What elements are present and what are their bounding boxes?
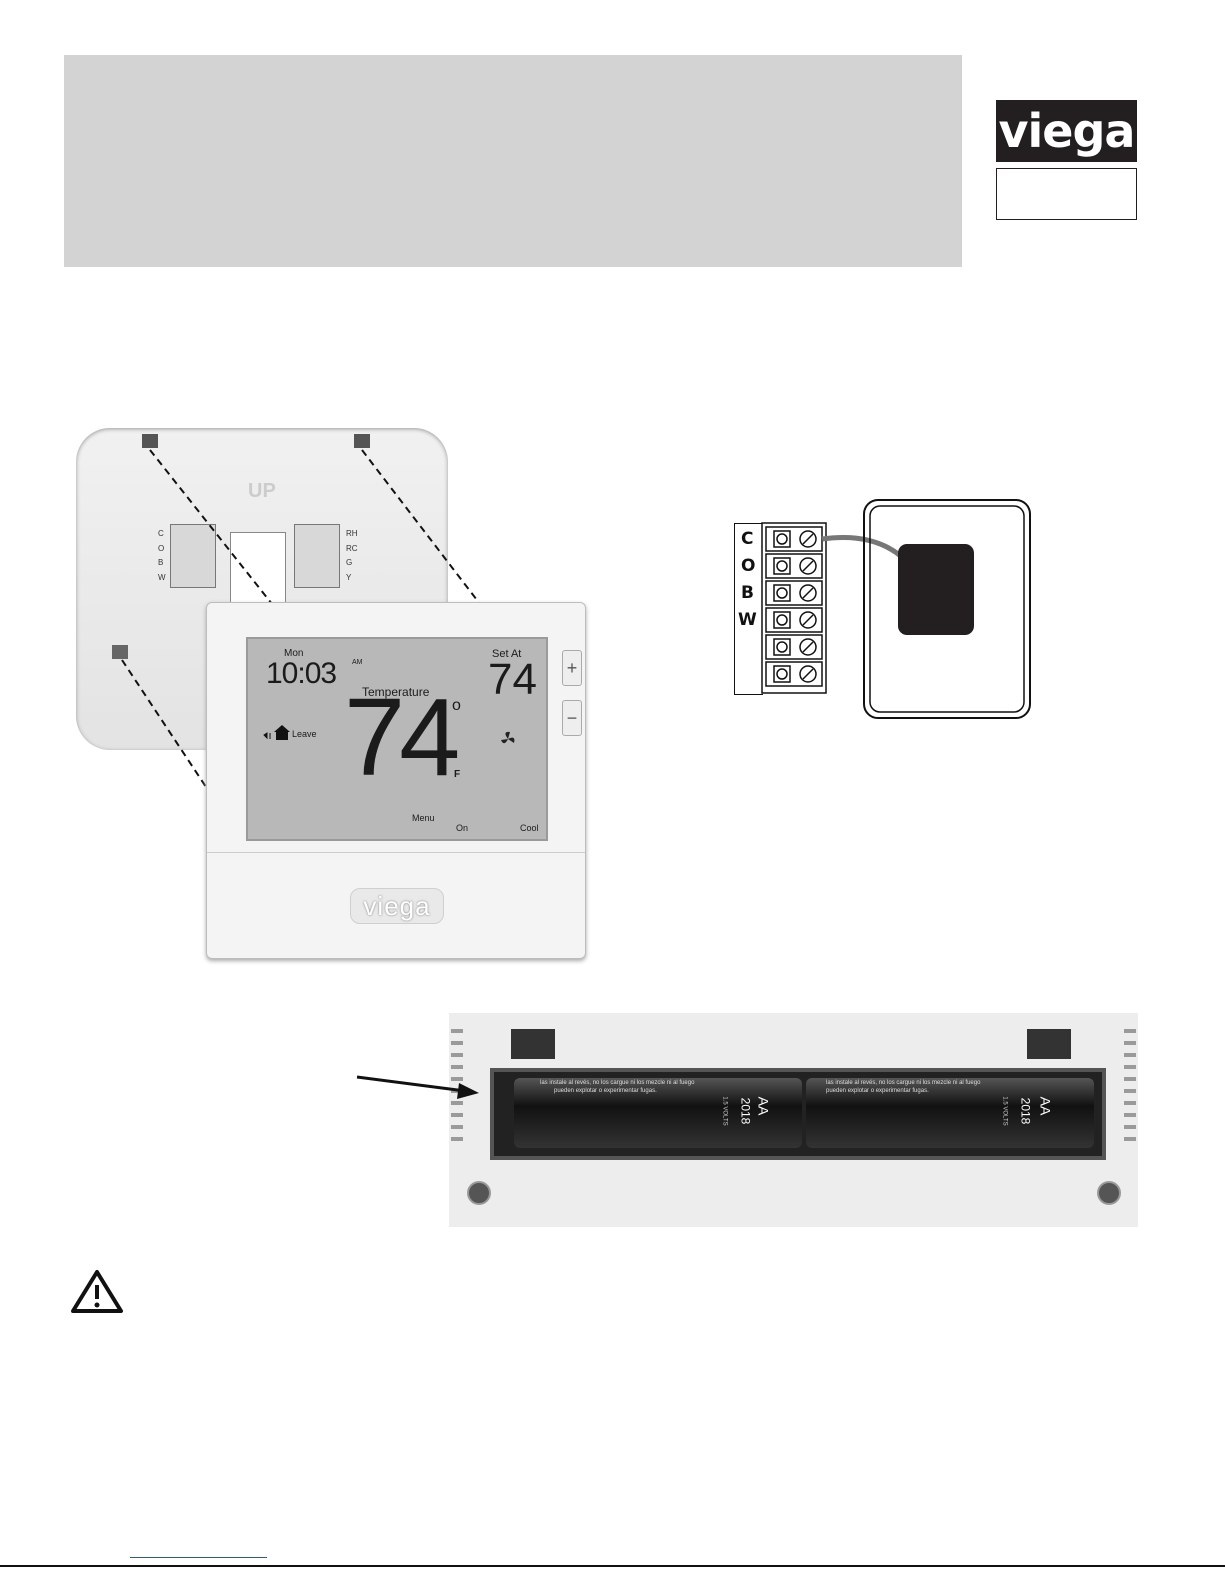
backplate-tab-left	[142, 434, 158, 448]
lcd-set-at-label: Set At	[492, 648, 522, 660]
wiring-diagram	[761, 499, 1031, 719]
house-icon	[262, 723, 292, 746]
battery-size-label: AA	[755, 1096, 772, 1116]
alignment-lines	[121, 449, 481, 791]
logo-subbox	[996, 168, 1137, 220]
backplate-tab-right	[354, 434, 370, 448]
battery-aa: las instale al revés, no los cargue ni l…	[806, 1078, 1094, 1148]
terminal-label: G	[346, 558, 353, 567]
terminal-label: RH	[346, 529, 358, 538]
terminal-label: B	[158, 558, 164, 567]
footer-rule	[0, 1565, 1225, 1567]
device-logo: viega	[350, 888, 444, 924]
battery-year-label: 2018	[1018, 1097, 1033, 1125]
vent-slots-left	[451, 1021, 463, 1141]
wire-letter: B	[741, 583, 754, 603]
device-divider	[207, 852, 585, 853]
lcd-set-at-value: 74	[488, 655, 537, 704]
wire-letter: O	[741, 556, 756, 576]
plus-button[interactable]: +	[562, 650, 582, 686]
plate-window	[230, 532, 286, 606]
lcd-temperature-value: 74	[344, 676, 460, 799]
right-terminal-block	[294, 524, 340, 588]
battery-voltage-label: 1.5 VOLTS	[1001, 1096, 1008, 1126]
lcd-time: 10:03	[266, 657, 337, 690]
backplate-tab-lower	[112, 645, 128, 659]
up-label: UP	[248, 480, 276, 502]
footer-link-underline[interactable]	[130, 1557, 267, 1558]
battery-warning-text: pueden explotar o experimentar fugas.	[826, 1088, 929, 1094]
wiring-label-strip: C O B W	[734, 523, 763, 695]
lcd-fan-mode: On	[456, 823, 469, 833]
wire-letter: C	[741, 529, 754, 549]
terminal-label: W	[158, 572, 166, 582]
pcb-block-right	[1027, 1029, 1071, 1059]
vent-slots-right	[1124, 1021, 1136, 1141]
screw-icon	[1097, 1181, 1121, 1205]
lcd-unit: F	[454, 769, 461, 780]
terminal-label: O	[158, 543, 165, 553]
lcd-menu: Menu	[412, 813, 435, 823]
lcd-temperature-label: Temperature	[362, 685, 430, 699]
battery-voltage-label: 1.5 VOLTS	[721, 1096, 728, 1126]
pcb-block-left	[511, 1029, 555, 1059]
terminal-label: Y	[346, 572, 352, 582]
screw-icon	[467, 1181, 491, 1205]
terminal-label: C	[158, 529, 164, 538]
arrow-icon	[356, 1075, 479, 1099]
lcd-system-mode: Cool	[520, 823, 539, 833]
lcd-day: Mon	[284, 648, 304, 659]
battery-aa: las instale al revés, no los cargue ni l…	[514, 1078, 802, 1148]
battery-well: las instale al revés, no los cargue ni l…	[490, 1068, 1106, 1160]
battery-warning-text: pueden explotar o experimentar fugas.	[554, 1088, 657, 1094]
fan-icon	[498, 729, 518, 754]
lcd-degree-mark: o	[452, 697, 461, 714]
battery-size-label: AA	[1037, 1096, 1054, 1116]
right-terminal-labels: RH RC G Y	[346, 527, 358, 585]
battery-warning-text: las instale al revés, no los cargue ni l…	[540, 1080, 695, 1086]
warning-triangle-icon	[71, 1270, 123, 1313]
battery-year-label: 2018	[738, 1097, 753, 1125]
minus-button[interactable]: −	[562, 700, 582, 736]
brand-logo: viega	[996, 100, 1137, 162]
wire-letter: W	[738, 610, 757, 630]
lcd-mode-leave: Leave	[292, 729, 317, 739]
terminal-label: RC	[346, 543, 358, 553]
header-band	[64, 55, 962, 267]
lcd-display: Mon 10:03 AM Set At 74 Temperature 74 o …	[246, 637, 548, 841]
left-terminal-labels: C O B W	[158, 527, 166, 585]
battery-warning-text: las instale al revés, no los cargue ni l…	[826, 1080, 981, 1086]
lcd-ampm: AM	[352, 659, 363, 666]
left-terminal-block	[170, 524, 216, 588]
